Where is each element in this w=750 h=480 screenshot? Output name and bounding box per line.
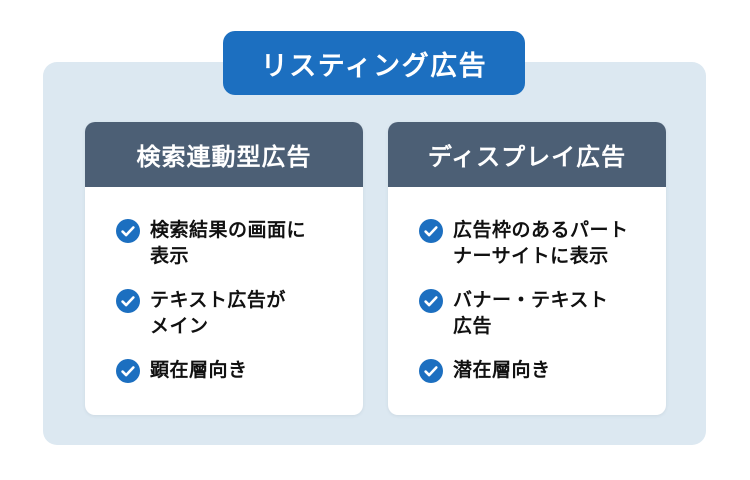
check-circle-icon — [419, 289, 443, 313]
check-circle-icon — [116, 359, 140, 383]
list-item: 顕在層向き — [116, 358, 347, 384]
list-item: 広告枠のあるパート ナーサイトに表示 — [419, 218, 650, 270]
check-circle-icon — [419, 219, 443, 243]
list-item: 潜在層向き — [419, 358, 650, 384]
list-item: バナー・テキスト 広告 — [419, 288, 650, 340]
list-item-text: 潜在層向き — [453, 360, 551, 381]
check-circle-icon — [116, 219, 140, 243]
list-item-text: バナー・テキスト 広告 — [453, 290, 609, 337]
card-body: 検索結果の画面に 表示 テキスト広告が メイン 顕在層向き — [85, 187, 363, 402]
card-body: 広告枠のあるパート ナーサイトに表示 バナー・テキスト 広告 潜在層向き — [388, 187, 666, 402]
card-header: ディスプレイ広告 — [388, 122, 666, 187]
check-circle-icon — [419, 359, 443, 383]
list-item-text: 広告枠のあるパート ナーサイトに表示 — [453, 220, 629, 267]
page-title: リスティング広告 — [260, 50, 488, 81]
check-circle-icon — [116, 289, 140, 313]
list-item: テキスト広告が メイン — [116, 288, 347, 340]
card-display-ads: ディスプレイ広告 広告枠のあるパート ナーサイトに表示 バナー・テキスト 広告 … — [388, 122, 666, 415]
list-item-text: 顕在層向き — [150, 360, 248, 381]
card-search-linked-ads: 検索連動型広告 検索結果の画面に 表示 テキスト広告が メイン 顕在層向き — [85, 122, 363, 415]
card-header: 検索連動型広告 — [85, 122, 363, 187]
title-banner: リスティング広告 — [223, 31, 525, 95]
cards-row: 検索連動型広告 検索結果の画面に 表示 テキスト広告が メイン 顕在層向き — [85, 122, 666, 415]
list-item-text: テキスト広告が メイン — [150, 290, 286, 337]
list-item-text: 検索結果の画面に 表示 — [150, 220, 307, 267]
list-item: 検索結果の画面に 表示 — [116, 218, 347, 270]
